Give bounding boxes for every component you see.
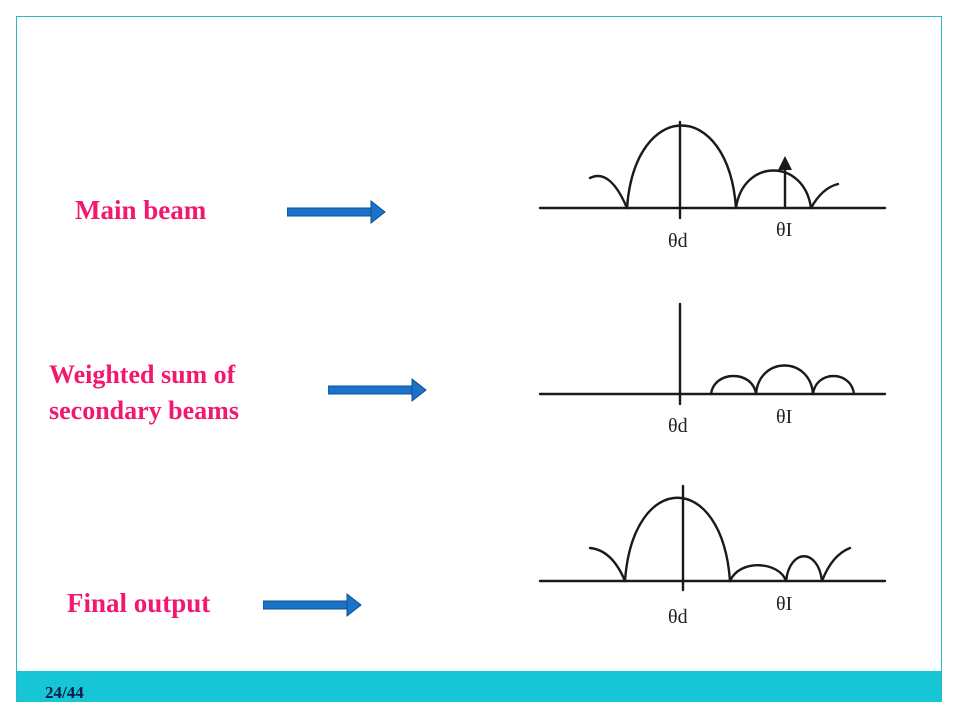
- middle-lobe-1: [709, 374, 758, 396]
- bottom-right-lobe-1: [728, 564, 788, 583]
- beam-pattern-diagrams: θd θI θd θI θd θI: [538, 120, 887, 628]
- label-weighted-line2: secondary beams: [49, 396, 239, 425]
- middle-theta-d-label: θd: [668, 415, 688, 437]
- middle-theta-i-label: θI: [776, 406, 792, 428]
- plot-secondary-beams: [538, 302, 887, 406]
- bottom-theta-d-label: θd: [668, 606, 688, 628]
- label-weighted-line1: Weighted sum of: [49, 360, 236, 389]
- bottom-right-lobe-2: [784, 555, 824, 583]
- top-interferer-arrowhead: [778, 156, 792, 170]
- bottom-theta-i-label: θI: [776, 593, 792, 615]
- middle-lobe-3: [811, 374, 856, 396]
- arrow-weighted-sum: [328, 377, 427, 403]
- top-right-sidelobe-2: [809, 182, 840, 210]
- arrow-main-beam: [287, 199, 386, 225]
- arrow-final-output: [263, 592, 362, 618]
- bottom-right-lobe-3: [820, 546, 852, 583]
- bottom-main-lobe: [623, 496, 732, 583]
- plot-final-output: [538, 484, 887, 592]
- top-left-sidelobe: [588, 174, 629, 210]
- top-theta-i-label: θI: [776, 219, 792, 241]
- top-main-lobe: [625, 124, 738, 210]
- label-weighted-sum: Weighted sum of secondary beams: [49, 357, 239, 429]
- middle-lobe-2: [754, 364, 815, 396]
- page-number: 24/44: [45, 683, 84, 702]
- top-right-sidelobe-1: [734, 169, 813, 210]
- footer-bar: [17, 671, 941, 702]
- top-theta-d-label: θd: [668, 230, 688, 252]
- plot-main-beam: [538, 120, 887, 220]
- label-main-beam: Main beam: [75, 195, 207, 225]
- label-final-output: Final output: [67, 588, 211, 618]
- bottom-left-sidelobe: [588, 546, 627, 583]
